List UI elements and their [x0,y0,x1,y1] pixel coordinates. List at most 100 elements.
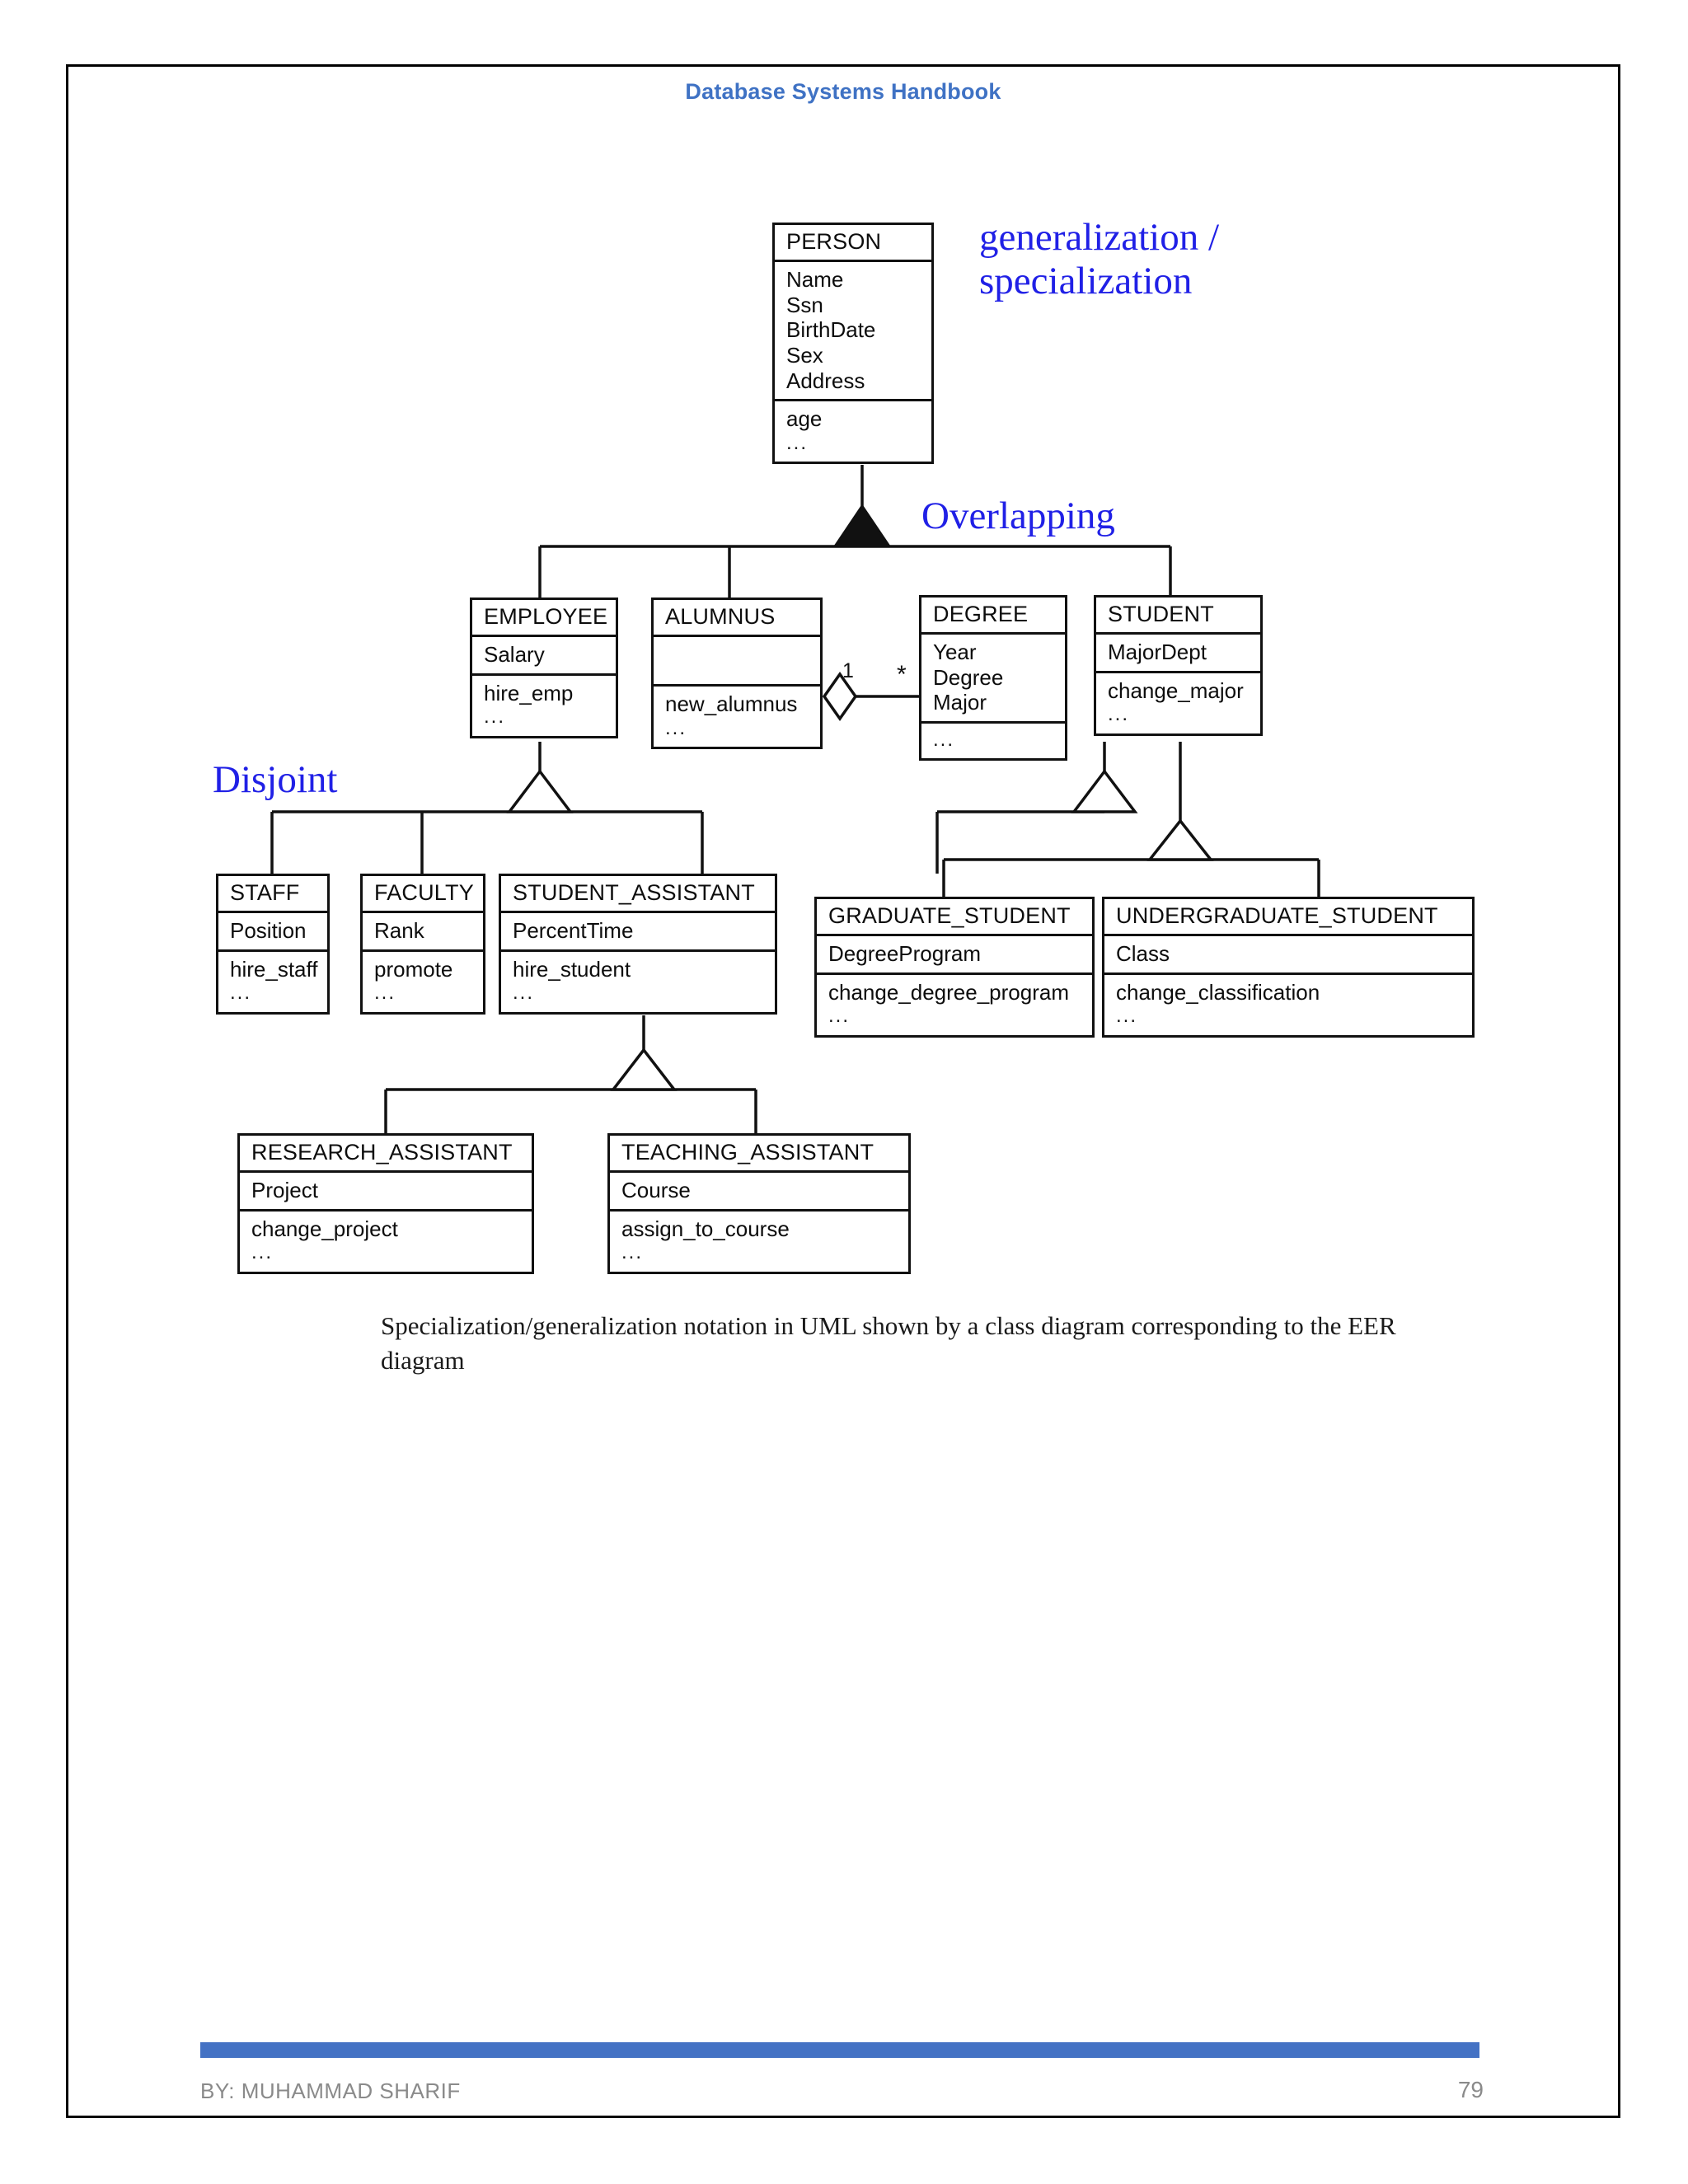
uml-attribute: DegreeProgram [828,941,981,966]
uml-operation: promote [374,956,453,982]
uml-operation: change_major [1108,677,1244,703]
uml-operations-compartment: hire_staff ... [218,952,327,1012]
uml-operations-compartment: new_alumnus ... [654,687,820,747]
uml-class-name: STUDENT [1096,598,1260,635]
uml-operation-ellipsis: ... [374,982,396,1005]
uml-operation: hire_student [513,956,631,982]
annotation-generalization-specialization: generalization / specialization [979,216,1219,302]
uml-operation-ellipsis: ... [828,1005,851,1028]
uml-operation-ellipsis: ... [665,716,687,739]
disjoint-triangle-marker-employee [506,769,574,813]
uml-operations-compartment: hire_emp ... [472,676,616,736]
uml-operation-ellipsis: ... [933,729,955,752]
footer-author: BY: MUHAMMAD SHARIF [200,2079,461,2103]
uml-attribute: Major [933,690,987,715]
uml-class-name: ALUMNUS [654,600,820,637]
uml-class-alumnus[interactable]: ALUMNUS new_alumnus ... [651,598,823,749]
uml-operation: hire_staff [230,956,318,982]
uml-operations-compartment: change_degree_program ... [817,975,1092,1035]
uml-attributes-compartment: Year Degree Major [921,635,1065,724]
uml-operation: change_classification [1116,979,1320,1005]
aggregation-diamond-marker [822,671,858,722]
uml-operation-ellipsis: ... [621,1241,644,1264]
uml-attributes-compartment [654,637,820,687]
uml-attributes-compartment: Rank [363,913,483,952]
uml-class-name: STUDENT_ASSISTANT [501,876,775,913]
uml-attributes-compartment: DegreeProgram [817,936,1092,975]
uml-class-undergraduate-student[interactable]: UNDERGRADUATE_STUDENT Class change_class… [1102,897,1475,1038]
uml-operation-ellipsis: ... [1116,1005,1138,1028]
uml-operation-ellipsis: ... [1108,703,1130,726]
uml-operations-compartment: age ... [775,401,931,462]
uml-operation-ellipsis: ... [786,432,809,455]
uml-attribute: Course [621,1178,691,1202]
uml-operation-ellipsis: ... [251,1241,274,1264]
uml-attribute: Degree [933,664,1004,690]
uml-class-graduate-student[interactable]: GRADUATE_STUDENT DegreeProgram change_de… [814,897,1095,1038]
uml-operation: change_project [251,1216,398,1241]
overlapping-filled-triangle-marker [832,504,892,548]
uml-attributes-compartment: Position [218,913,327,952]
uml-attribute: Year [933,640,977,664]
footer-page-number: 79 [1457,2077,1484,2102]
uml-class-name: UNDERGRADUATE_STUDENT [1104,899,1472,936]
uml-attribute: Rank [374,918,424,943]
uml-attribute: Position [230,918,307,943]
uml-operation-ellipsis: ... [230,982,252,1005]
annotation-disjoint: Disjoint [213,758,338,801]
footer-accent-bar [200,2042,1479,2058]
uml-class-name: RESEARCH_ASSISTANT [240,1136,532,1173]
uml-class-name: FACULTY [363,876,483,913]
uml-class-student-assistant[interactable]: STUDENT_ASSISTANT PercentTime hire_stude… [499,874,777,1015]
uml-attribute: MajorDept [1108,640,1207,664]
uml-attributes-compartment: Salary [472,637,616,676]
uml-class-name: EMPLOYEE [472,600,616,637]
annotation-overlapping: Overlapping [921,494,1115,537]
uml-class-name: DEGREE [921,598,1065,635]
uml-class-research-assistant[interactable]: RESEARCH_ASSISTANT Project change_projec… [237,1133,534,1274]
uml-attribute: PercentTime [513,918,634,943]
uml-operation: age [786,406,823,432]
uml-attributes-compartment: Course [610,1173,908,1212]
uml-class-degree[interactable]: DEGREE Year Degree Major ... [919,595,1067,762]
uml-attributes-compartment: Project [240,1173,532,1212]
uml-operation-ellipsis: ... [484,705,506,729]
uml-class-teaching-assistant[interactable]: TEACHING_ASSISTANT Course assign_to_cour… [607,1133,911,1274]
uml-class-student[interactable]: STUDENT MajorDept change_major ... [1094,595,1263,736]
uml-attribute: Name [786,267,844,292]
uml-attribute: Address [786,368,865,393]
disjoint-triangle-marker-student-sa [1071,769,1138,813]
uml-class-employee[interactable]: EMPLOYEE Salary hire_emp ... [470,598,618,738]
uml-attributes-compartment: Name Ssn BirthDate Sex Address [775,262,931,402]
uml-operations-compartment: change_classification ... [1104,975,1472,1035]
uml-operations-compartment: assign_to_course ... [610,1212,908,1272]
multiplicity-label-one: 1 [842,659,854,682]
uml-attribute: Project [251,1178,318,1202]
uml-attribute: BirthDate [786,317,876,343]
uml-operations-compartment: ... [921,724,1065,758]
uml-attribute: Ssn [786,292,823,317]
uml-attribute: Sex [786,343,823,368]
uml-operation: assign_to_course [621,1216,790,1241]
uml-operation: new_alumnus [665,691,798,716]
uml-operations-compartment: promote ... [363,952,483,1012]
uml-operation-ellipsis: ... [513,982,535,1005]
uml-operation: hire_emp [484,680,574,705]
uml-class-name: STAFF [218,876,327,913]
uml-class-staff[interactable]: STAFF Position hire_staff ... [216,874,330,1015]
uml-attributes-compartment: PercentTime [501,913,775,952]
uml-attributes-compartment: MajorDept [1096,635,1260,673]
figure-caption: Specialization/generalization notation i… [381,1311,1396,1375]
uml-attribute: Class [1116,941,1170,966]
uml-attribute: Salary [484,642,545,667]
uml-operations-compartment: change_major ... [1096,673,1260,733]
uml-class-person[interactable]: PERSON Name Ssn BirthDate Sex Address ag… [772,223,934,465]
uml-class-faculty[interactable]: FACULTY Rank promote ... [360,874,485,1015]
disjoint-triangle-marker-student [1146,818,1214,861]
uml-operations-compartment: change_project ... [240,1212,532,1272]
uml-class-name: PERSON [775,225,931,262]
disjoint-triangle-marker-studentassistant [610,1047,678,1091]
